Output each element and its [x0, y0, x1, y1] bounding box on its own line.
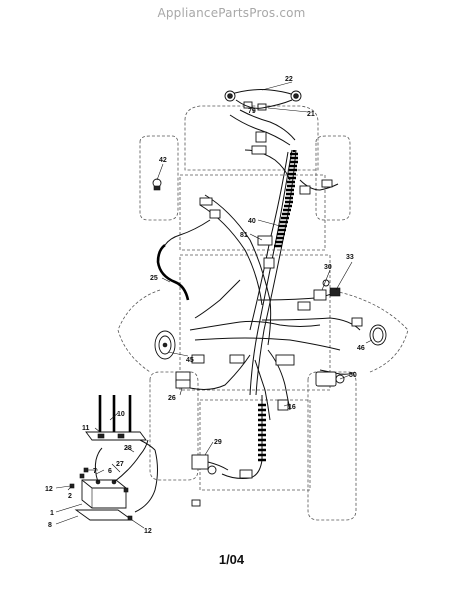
callout-26: 26: [168, 395, 176, 402]
callout-50: 50: [349, 372, 357, 379]
harness-coil-upper: [274, 150, 298, 248]
callout-33: 33: [346, 254, 354, 261]
callout-10: 10: [117, 411, 125, 418]
callout-81: 81: [240, 232, 248, 239]
callout-7: 7: [93, 468, 97, 475]
page-revision: 1/04: [218, 552, 245, 567]
battery-tray: [74, 509, 134, 521]
rear-light: [369, 324, 387, 346]
battery: [81, 479, 127, 509]
callout-40: 40: [248, 218, 256, 225]
harness-connectors: [175, 131, 363, 507]
callout-42: 42: [159, 157, 167, 164]
callout-1: 1: [50, 510, 54, 517]
callout-2: 2: [68, 493, 72, 500]
battery-bracket: [85, 431, 147, 441]
callout-8: 8: [48, 522, 52, 529]
callout-12-right: 12: [144, 528, 152, 535]
pto-switch: [315, 371, 345, 387]
gauge: [154, 330, 176, 360]
callout-46: 46: [357, 345, 365, 352]
callout-27: 27: [116, 461, 124, 468]
callout-21: 21: [307, 111, 315, 118]
headlight-assembly: [224, 89, 302, 111]
seat-switch: [313, 279, 330, 301]
relay: [329, 287, 341, 297]
callout-16: 16: [288, 404, 296, 411]
callout-28: 28: [124, 445, 132, 452]
callout-25: 25: [150, 275, 158, 282]
callout-22: 22: [285, 76, 293, 83]
watermark: AppliancePartsPros.com: [157, 6, 306, 20]
callout-30: 30: [324, 264, 332, 271]
fuse-holder: [175, 379, 191, 389]
harness-coil-lower: [258, 403, 266, 462]
leader-lines: [55, 81, 373, 529]
callout-79: 79: [248, 108, 256, 115]
callout-45: 45: [186, 357, 194, 364]
callout-11: 11: [82, 425, 90, 432]
callout-12-left: 12: [45, 486, 53, 493]
tractor-outline: [117, 105, 409, 521]
callout-6: 6: [108, 468, 112, 475]
key-switch: [152, 178, 162, 191]
callout-labels: 22 79 21 42 40 81 33 30 25 46 45 50 26 1…: [45, 76, 365, 535]
solenoid: [191, 454, 229, 475]
callout-29: 29: [214, 439, 222, 446]
